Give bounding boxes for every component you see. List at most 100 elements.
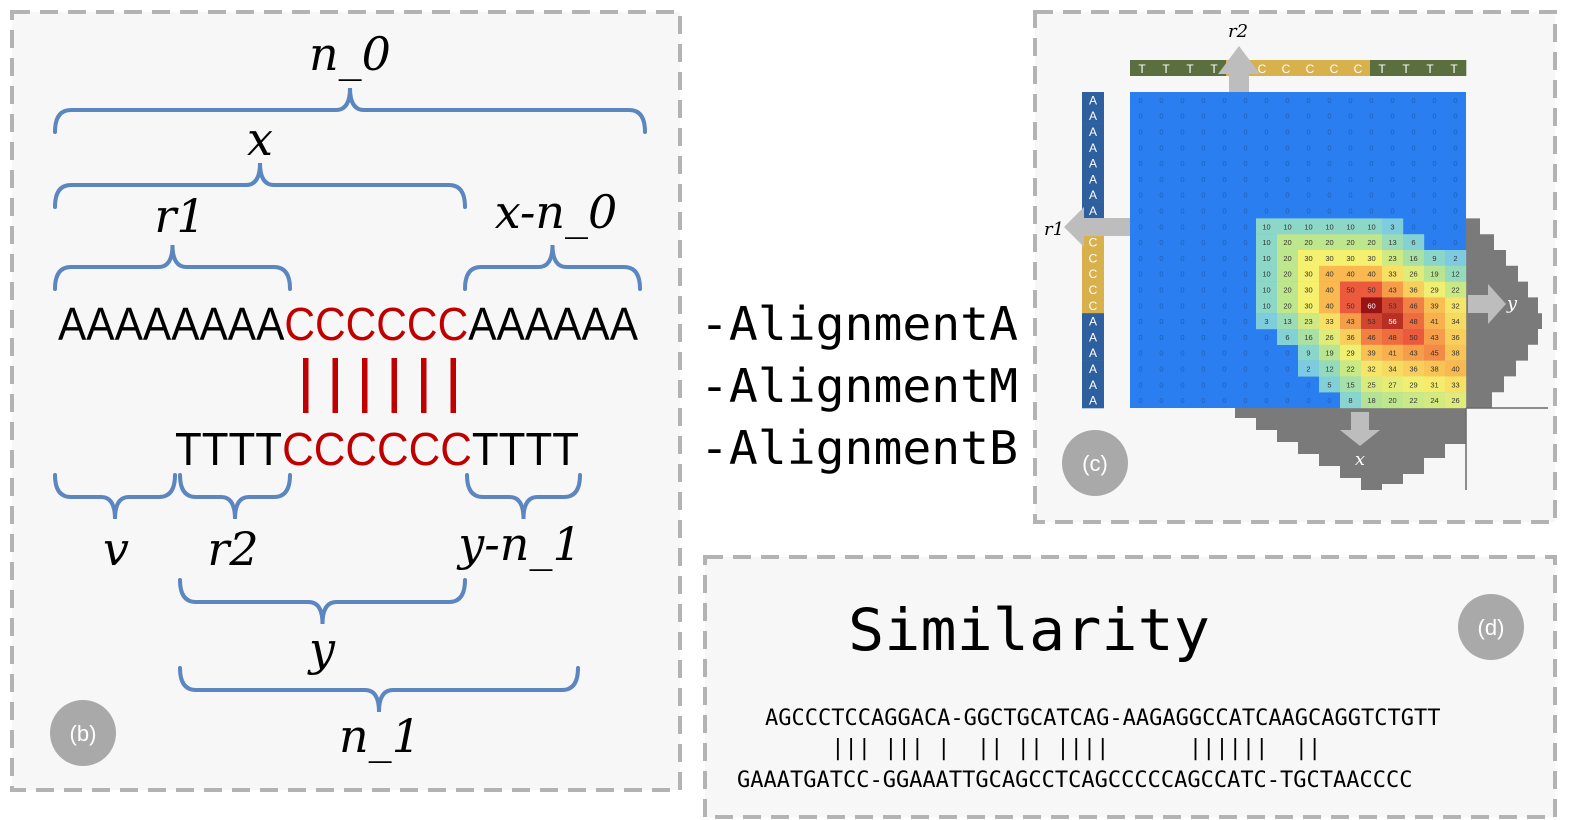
matrix-cell-value: 30 <box>1304 254 1312 263</box>
left-strip-letter: C <box>1089 283 1098 297</box>
top-strip-cell <box>1178 60 1203 76</box>
matrix-cell-value: 0 <box>1432 96 1436 105</box>
matrix-cell <box>1445 360 1467 377</box>
matrix-cell-value: 0 <box>1432 222 1436 231</box>
matrix-cell-value: 0 <box>1201 222 1205 231</box>
matrix-cell-value: 0 <box>1138 238 1142 247</box>
matrix-cell-value: 0 <box>1180 112 1184 121</box>
matrix-cell <box>1361 313 1383 330</box>
matrix-cell-value: 0 <box>1453 96 1457 105</box>
matrix-cell-value: 0 <box>1243 365 1247 374</box>
matrix-cell-value: 0 <box>1411 207 1415 216</box>
matrix-cell <box>1277 281 1299 298</box>
matrix-cell-value: 0 <box>1390 112 1394 121</box>
left-strip-cell <box>1082 171 1104 188</box>
top-strip-cell <box>1274 60 1299 76</box>
matrix-cell-value: 0 <box>1348 175 1352 184</box>
matrix-cell-value: 36 <box>1409 365 1417 374</box>
matrix-cell-value: 33 <box>1325 317 1333 326</box>
matrix-cell-value: 0 <box>1159 96 1163 105</box>
matrix-cell-value: 0 <box>1159 112 1163 121</box>
matrix-cell-value: 0 <box>1348 112 1352 121</box>
matrix-cell <box>1424 313 1446 330</box>
matrix-cell-value: 15 <box>1346 380 1354 389</box>
matrix-cell-value: 0 <box>1180 207 1184 216</box>
matrix-cell-value: 20 <box>1283 238 1291 247</box>
matrix-cell-value: 0 <box>1201 143 1205 152</box>
matrix-cell <box>1256 281 1278 298</box>
left-strip-cell <box>1082 186 1104 203</box>
brace-n0 <box>53 87 647 134</box>
left-strip-letter: A <box>1089 394 1097 408</box>
badge-d-label: (d) <box>1478 615 1505 640</box>
matrix-cell <box>1298 329 1320 345</box>
matrix-cell <box>1361 265 1383 282</box>
matrix-cell-value: 29 <box>1346 349 1354 358</box>
matrix-cell-value: 0 <box>1369 175 1373 184</box>
alignment-line-3: GAAATGATCC-GGAAATTGCAGCCTCAGCCCCCAGCCATC… <box>737 768 1413 793</box>
matrix-cell-value: 0 <box>1327 128 1331 137</box>
matrix-cell-value: 0 <box>1369 143 1373 152</box>
top-sequence: AAAAAAAACCCCCCAAAAAA <box>58 298 638 350</box>
left-strip-cell <box>1082 92 1104 109</box>
matrix-cell <box>1403 360 1425 377</box>
matrix-cell-value: 0 <box>1159 365 1163 374</box>
matrix-cell-value: 0 <box>1222 254 1226 263</box>
alignment-line-1: AGCCCTCCAGGACA-GGCTGCATCAG-AAGAGGCCATCAA… <box>765 706 1441 731</box>
brace-x-n0 <box>463 244 642 291</box>
matrix-cell <box>1445 297 1467 314</box>
left-strip-cell <box>1082 139 1104 156</box>
matrix-cell-value: 30 <box>1304 270 1312 279</box>
matrix-cell <box>1340 265 1362 282</box>
left-strip-cell <box>1082 297 1104 314</box>
matrix-cell <box>1403 297 1425 314</box>
top-strip-letter: T <box>1186 62 1194 76</box>
matrix-cell <box>1445 250 1467 266</box>
matrix-cell-value: 0 <box>1453 143 1457 152</box>
left-strip-cell <box>1082 329 1104 346</box>
matrix-cell-value: 34 <box>1451 317 1459 326</box>
matrix-cell <box>1256 250 1278 266</box>
matrix-cell-value: 0 <box>1264 333 1268 342</box>
top-strip-cell <box>1346 60 1371 76</box>
matrix-cell-value: 0 <box>1180 238 1184 247</box>
matrix-cell <box>1445 392 1467 409</box>
matrix-cell-value: 0 <box>1243 143 1247 152</box>
matrix-cell-value: 0 <box>1222 349 1226 358</box>
matrix-cell-value: 8 <box>1348 396 1352 405</box>
matrix-cell-value: 0 <box>1411 222 1415 231</box>
matrix-cell-value: 3 <box>1264 317 1268 326</box>
label-n0: n_0 <box>309 27 391 81</box>
left-strip-letter: A <box>1089 330 1097 344</box>
matrix-cell-value: 0 <box>1222 159 1226 168</box>
matrix-cell <box>1340 250 1362 266</box>
matrix-cell-value: 0 <box>1285 191 1289 200</box>
matrix-cell <box>1298 344 1320 361</box>
matrix-cell <box>1319 360 1341 377</box>
matrix-cell-value: 0 <box>1138 301 1142 310</box>
left-strip-cell <box>1082 202 1104 219</box>
matrix-cell <box>1382 313 1404 330</box>
matrix-cell <box>1361 360 1383 377</box>
matrix-cell-value: 0 <box>1138 333 1142 342</box>
matrix-cell-value: 0 <box>1390 207 1394 216</box>
matrix-cell <box>1403 344 1425 361</box>
matrix-cell-value: 0 <box>1453 238 1457 247</box>
matrix-cell-value: 0 <box>1453 207 1457 216</box>
match-bar <box>303 358 309 413</box>
matrix-cell-value: 0 <box>1243 286 1247 295</box>
matrix-cell-value: 0 <box>1222 317 1226 326</box>
matrix-cell-value: 0 <box>1201 191 1205 200</box>
matrix-cell-value: 0 <box>1369 159 1373 168</box>
matrix-cell-value: 0 <box>1138 270 1142 279</box>
matrix-cell <box>1361 392 1383 409</box>
matrix-cell <box>1298 297 1320 314</box>
matrix-cell-value: 0 <box>1285 159 1289 168</box>
left-strip-cell <box>1082 155 1104 172</box>
matrix-cell-value: 43 <box>1388 286 1396 295</box>
bottom-seq-right: TTTT <box>472 423 579 475</box>
matrix-cell-value: 9 <box>1306 349 1310 358</box>
matrix-cell-value: 0 <box>1222 286 1226 295</box>
matrix-cell-value: 0 <box>1180 191 1184 200</box>
matrix-cell-value: 0 <box>1411 159 1415 168</box>
